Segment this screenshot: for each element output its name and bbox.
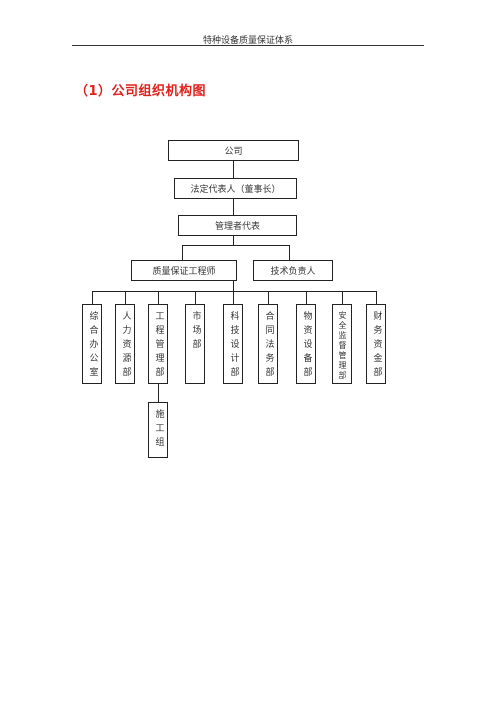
connector <box>233 161 234 178</box>
page-header: 特种设备质量保证体系 <box>202 36 293 46</box>
dept-label: 财务资金部 <box>371 311 382 381</box>
dept-box: 财务资金部 <box>366 304 386 384</box>
dept-label: 科技设计部 <box>228 311 239 381</box>
node-mgmt-rep: 管理者代表 <box>178 215 297 236</box>
connector <box>376 291 377 304</box>
connector <box>195 291 196 304</box>
dept-box: 人力资源部 <box>115 304 135 384</box>
connector <box>233 199 234 215</box>
dept-box: 安全监督管理部 <box>332 304 352 384</box>
sub-unit-box: 施工组 <box>148 402 168 458</box>
dept-box: 工程管理部 <box>148 304 168 384</box>
dept-label: 物资设备部 <box>301 311 312 381</box>
node-quality-engineer: 质量保证工程师 <box>131 260 237 281</box>
connector <box>182 245 290 246</box>
header-rule <box>72 45 424 46</box>
section-title: （1）公司组织机构图 <box>75 84 207 99</box>
dept-label: 工程管理部 <box>153 311 164 381</box>
connector <box>233 236 234 245</box>
connector <box>182 245 183 260</box>
connector <box>342 291 343 304</box>
connector <box>125 291 126 304</box>
connector <box>233 281 234 291</box>
connector <box>158 384 159 402</box>
dept-label: 人力资源部 <box>120 311 131 381</box>
connector <box>158 291 159 304</box>
dept-label: 市场部 <box>190 311 201 353</box>
connector <box>268 291 269 304</box>
node-tech-lead: 技术负责人 <box>253 260 333 281</box>
dept-box: 物资设备部 <box>296 304 316 384</box>
dept-box: 合同法务部 <box>258 304 278 384</box>
sub-unit-label: 施工组 <box>153 409 164 451</box>
dept-label: 综合办公室 <box>87 311 98 381</box>
dept-box: 科技设计部 <box>223 304 243 384</box>
connector <box>233 291 234 304</box>
connector <box>306 291 307 304</box>
node-legal-rep: 法定代表人（董事长） <box>174 178 297 199</box>
dept-label: 安全监督管理部 <box>338 311 347 381</box>
dept-box: 综合办公室 <box>82 304 102 384</box>
node-company: 公司 <box>168 140 299 161</box>
connector <box>92 291 376 292</box>
connector <box>289 245 290 260</box>
dept-box: 市场部 <box>185 304 205 384</box>
connector <box>92 291 93 304</box>
dept-label: 合同法务部 <box>263 311 274 381</box>
